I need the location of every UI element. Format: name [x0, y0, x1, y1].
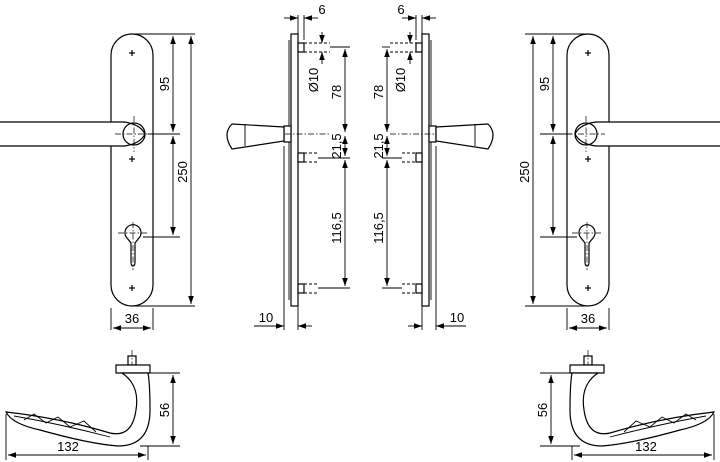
- dim-132-left: 132: [57, 439, 79, 454]
- dim-d10-right: Ø10: [393, 68, 408, 93]
- dim-10-left: 10: [259, 310, 273, 325]
- lever-handle-top-mirrored: [569, 372, 716, 447]
- dim-132-right: 132: [635, 439, 657, 454]
- lever-handle-side: [226, 123, 285, 150]
- dim-116-5-right: 116,5: [371, 212, 386, 244]
- dim-250-left: 250: [175, 161, 190, 183]
- dim-d10-left: Ø10: [306, 68, 321, 93]
- dim-250-right: 250: [517, 161, 532, 183]
- side-view-left: 6 Ø10 78 21,5 116,5 10: [226, 2, 350, 330]
- keyhole-cylinder-cutout: [124, 224, 142, 267]
- backplate-side: [290, 33, 299, 307]
- backplate-side-mirrored: [421, 33, 430, 307]
- dim-95-left: 95: [157, 77, 172, 91]
- dim-10-right: 10: [450, 310, 464, 325]
- dim-6-left: 6: [318, 2, 325, 17]
- dim-78-right: 78: [371, 85, 386, 99]
- front-view-right: 95 250 36: [517, 33, 720, 331]
- lever-handle-side-mirrored: [435, 123, 494, 150]
- side-view-right: 6 Ø10 78 21,5 116,5 10: [371, 2, 494, 330]
- screw-mark-top: [128, 49, 136, 57]
- top-view-right: 56 132: [535, 350, 716, 460]
- dim-6-right: 6: [397, 2, 404, 17]
- lever-handle-top: [4, 372, 151, 447]
- dim-36-right: 36: [581, 311, 595, 326]
- screw-mark-bottom: [128, 284, 136, 292]
- dim-36-left: 36: [125, 311, 139, 326]
- dim-56-right: 56: [535, 403, 550, 417]
- dim-56-left: 56: [157, 403, 172, 417]
- dim-21-5-right: 21,5: [371, 133, 386, 158]
- front-view-left: 95 250 36: [0, 33, 195, 331]
- dim-116-5-left: 116,5: [329, 212, 344, 244]
- top-view-left: 56 132: [4, 350, 180, 460]
- dim-95-right: 95: [537, 77, 552, 91]
- keyhole-cylinder-cutout-mirrored: [578, 224, 596, 267]
- dim-78-left: 78: [329, 85, 344, 99]
- screw-mark-middle: [128, 155, 136, 163]
- dim-21-5-left: 21,5: [329, 133, 344, 158]
